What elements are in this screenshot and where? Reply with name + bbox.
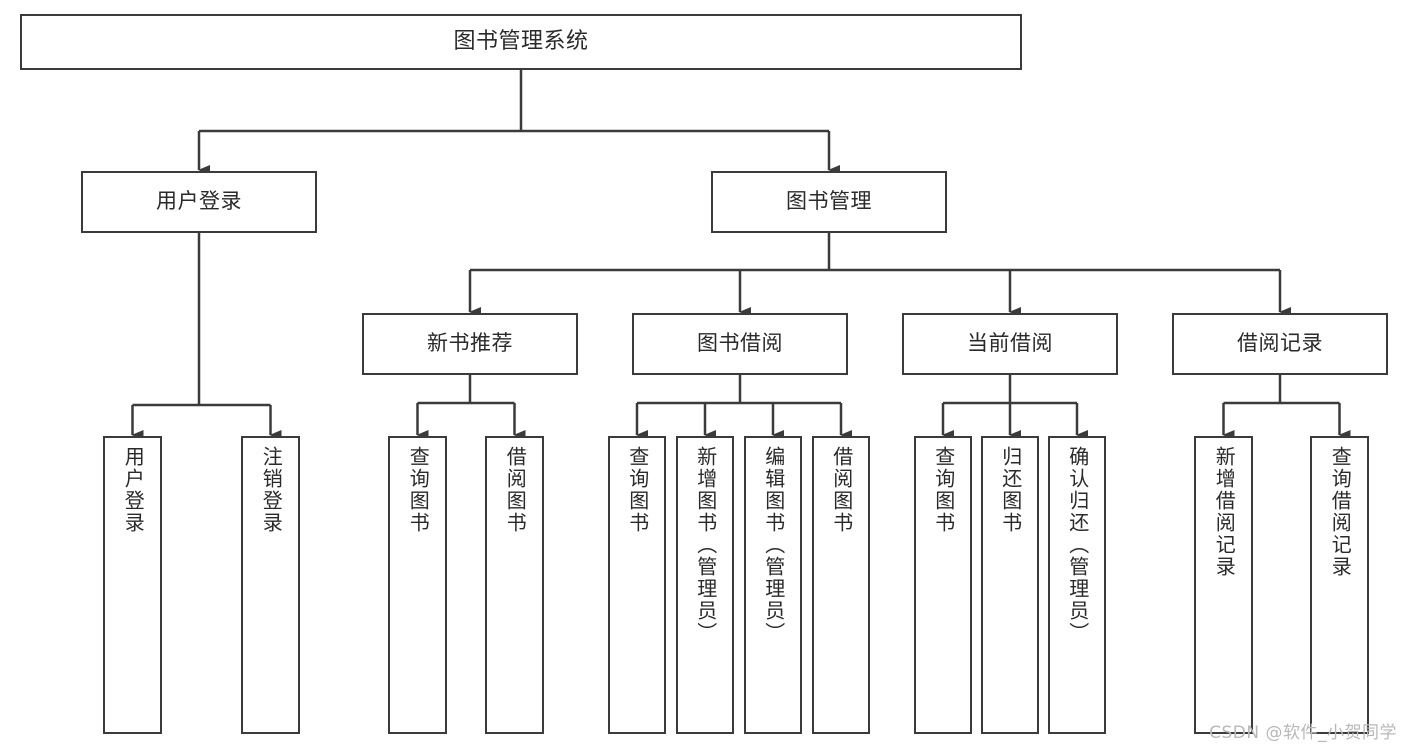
node-label: 图书借阅: [697, 331, 783, 356]
node-leaf_return_book[interactable]: 归还图书: [981, 436, 1039, 734]
node-leaf_confirm_return[interactable]: 确认归还（管理员）: [1048, 436, 1106, 734]
node-leaf_add_record[interactable]: 新增借阅记录: [1194, 436, 1253, 734]
node-label: 查询借阅记录: [1328, 446, 1353, 578]
node-leaf_borrow_book_1[interactable]: 借阅图书: [485, 436, 544, 734]
node-label: 图书管理: [786, 189, 872, 214]
node-leaf_user_login[interactable]: 用户登录: [103, 436, 162, 734]
node-leaf_user_logout[interactable]: 注销登录: [241, 436, 300, 734]
node-label: 查询图书: [406, 446, 431, 534]
node-leaf_query_record[interactable]: 查询借阅记录: [1310, 436, 1369, 734]
node-label: 新书推荐: [427, 331, 513, 356]
node-book_borrow[interactable]: 图书借阅: [632, 313, 848, 375]
node-label: 查询图书: [625, 446, 650, 534]
node-label: 编辑图书（管理员）: [761, 446, 786, 644]
node-root[interactable]: 图书管理系统: [20, 14, 1022, 70]
node-label: 借阅图书: [503, 446, 528, 534]
node-label: 图书管理系统: [453, 28, 589, 54]
node-current_borrow[interactable]: 当前借阅: [902, 313, 1118, 375]
node-label: 新增图书（管理员）: [693, 446, 718, 644]
node-label: 借阅记录: [1237, 331, 1323, 356]
node-leaf_edit_book[interactable]: 编辑图书（管理员）: [744, 436, 802, 734]
node-label: 归还图书: [998, 446, 1023, 534]
node-label: 确认归还（管理员）: [1065, 446, 1090, 644]
node-label: 用户登录: [121, 446, 146, 534]
node-leaf_borrow_book_2[interactable]: 借阅图书: [812, 436, 870, 734]
node-label: 注销登录: [259, 446, 284, 534]
node-leaf_query_book_1[interactable]: 查询图书: [388, 436, 447, 734]
node-new_book_rec[interactable]: 新书推荐: [362, 313, 578, 375]
node-label: 用户登录: [156, 189, 242, 214]
watermark: CSDN @软件_小贺同学: [1209, 723, 1397, 743]
node-borrow_record[interactable]: 借阅记录: [1172, 313, 1388, 375]
node-book_mgmt[interactable]: 图书管理: [711, 171, 947, 233]
node-label: 当前借阅: [967, 331, 1053, 356]
node-label: 借阅图书: [829, 446, 854, 534]
node-leaf_query_book_2[interactable]: 查询图书: [608, 436, 666, 734]
node-label: 新增借阅记录: [1212, 446, 1237, 578]
node-user_login[interactable]: 用户登录: [81, 171, 317, 233]
node-leaf_add_book[interactable]: 新增图书（管理员）: [676, 436, 734, 734]
node-leaf_query_book_3[interactable]: 查询图书: [914, 436, 972, 734]
node-label: 查询图书: [931, 446, 956, 534]
